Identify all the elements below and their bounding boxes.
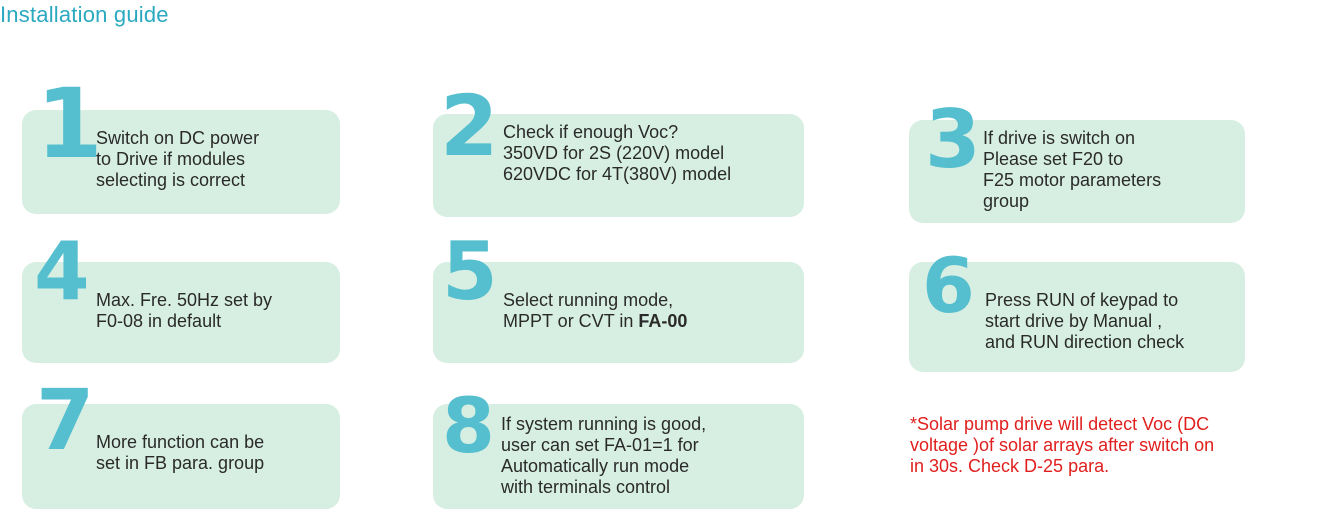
step-card-5 (433, 262, 804, 363)
step-text-5: Select running mode, MPPT or CVT in FA-0… (503, 290, 687, 332)
step-number-3: 3 (925, 93, 981, 186)
step-card-8 (433, 404, 804, 509)
step-card-7 (22, 404, 340, 509)
step-card-2 (433, 114, 804, 217)
step-number-2: 2 (440, 77, 499, 175)
step-text-8: If system running is good, user can set … (501, 414, 707, 497)
step-text-3: If drive is switch on Please set F20 to … (983, 128, 1162, 211)
step-card-3 (909, 120, 1245, 223)
step-number-7: 7 (36, 371, 95, 469)
step-text-7: More function can be set in FB para. gro… (96, 432, 265, 473)
step-number-1: 1 (36, 68, 103, 180)
step-number-4: 4 (34, 225, 90, 318)
step-card-6 (909, 262, 1245, 372)
step-card-4 (22, 262, 340, 363)
solar-note: *Solar pump drive will detect Voc (DC vo… (910, 414, 1215, 476)
step-number-6: 6 (922, 241, 975, 330)
step-text-2: Check if enough Voc? 350VD for 2S (220V)… (503, 122, 732, 184)
step-text-5-main: Select running mode, MPPT or CVT in (503, 290, 674, 331)
step-text-6: Press RUN of keypad to start drive by Ma… (985, 290, 1185, 352)
step-text-4: Max. Fre. 50Hz set by F0-08 in default (96, 290, 273, 331)
step-number-8: 8 (442, 381, 495, 470)
step-card-1 (22, 110, 340, 214)
page-title: Installation guide (0, 2, 169, 27)
step-text-1: Switch on DC power to Drive if modules s… (96, 128, 260, 190)
step-number-5: 5 (442, 225, 498, 318)
step-text-5-code: FA-00 (638, 311, 688, 331)
